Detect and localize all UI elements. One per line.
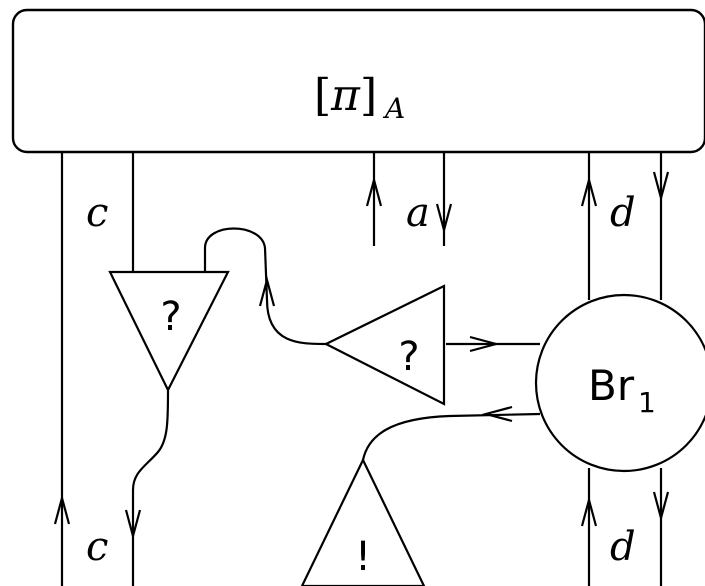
br-subscript: 1 — [638, 386, 656, 419]
arrow-up-d-bottom — [580, 495, 598, 527]
why-not-mid-label: ? — [398, 334, 419, 380]
arrow-up-a — [365, 175, 383, 207]
bang-triangle — [300, 457, 426, 586]
why-not-node-left: ? — [108, 270, 230, 393]
arrow-up-c-outer — [53, 493, 71, 525]
arrow-up-why-not-wire — [258, 275, 276, 307]
arrow-left-bang-wire — [481, 405, 513, 423]
proof-box-pi: π — [330, 70, 361, 121]
why-not-node-mid: ? — [323, 284, 446, 406]
why-not-mid-triangle — [323, 284, 446, 406]
arrow-down-c-inner — [124, 509, 142, 541]
proof-box-frame — [11, 8, 705, 154]
bang-label: ! — [355, 534, 371, 580]
arrowheads — [53, 171, 670, 541]
br-node: Br 1 — [534, 293, 705, 473]
label-c-top: c — [86, 190, 108, 236]
br-circle — [534, 293, 705, 473]
arrow-down-a — [435, 203, 453, 235]
label-c-bottom: c — [86, 524, 108, 570]
arrow-up-d-top — [580, 175, 598, 207]
label-d-bottom: d — [610, 524, 636, 570]
arrow-down-d-top — [652, 171, 670, 203]
br-label: Br — [588, 361, 635, 410]
why-not-left-label: ? — [160, 294, 181, 340]
arrow-down-d-bottom — [652, 491, 670, 523]
wire-labels: c a d c d — [86, 190, 636, 570]
arrow-right-br-wire — [469, 335, 501, 353]
wire-c-lower — [131, 389, 170, 586]
wire-br-to-bang — [361, 412, 541, 461]
proof-box: [ π ] A — [11, 8, 705, 154]
proof-box-bracket-close: ] — [360, 70, 377, 121]
proof-box-subscript: A — [382, 92, 405, 125]
wires — [60, 150, 663, 586]
wire-why-not-left-to-mid — [203, 227, 327, 346]
why-not-left-triangle — [108, 270, 230, 393]
proof-box-bracket-open: [ — [314, 70, 331, 121]
label-d-top: d — [610, 190, 636, 236]
label-a: a — [406, 190, 430, 236]
bang-node: ! — [300, 457, 426, 586]
